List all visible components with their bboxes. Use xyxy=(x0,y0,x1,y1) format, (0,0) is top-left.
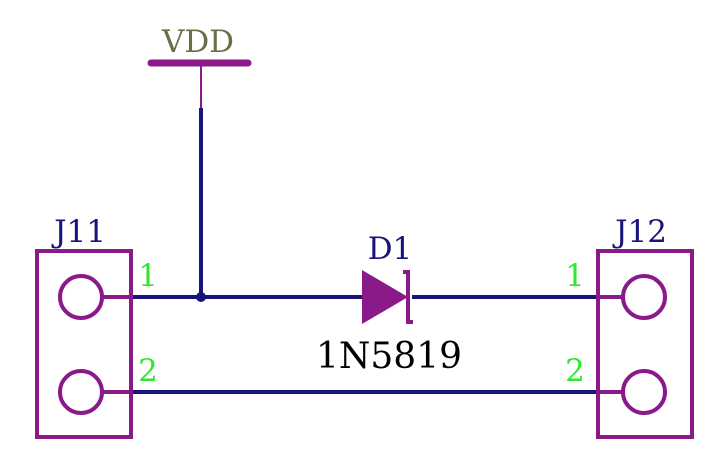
j12-pin1-circle[interactable] xyxy=(621,274,667,320)
connector-j12[interactable]: J12 1 2 xyxy=(565,214,694,439)
j11-pin2-circle[interactable] xyxy=(58,369,104,415)
j11-ref-label: J11 xyxy=(51,214,106,250)
vdd-label: VDD xyxy=(161,24,234,60)
diode-value-label: 1N5819 xyxy=(316,336,462,377)
diode-cathode-bar xyxy=(403,270,413,324)
diode-d1[interactable]: D1 1N5819 xyxy=(316,231,462,377)
j12-pin2-circle[interactable] xyxy=(621,369,667,415)
j11-body xyxy=(35,249,133,439)
j11-pin2-number: 2 xyxy=(138,353,158,389)
vdd-power-symbol[interactable]: VDD xyxy=(147,24,252,108)
wires xyxy=(132,108,598,394)
j11-pin1-circle[interactable] xyxy=(58,274,104,320)
j12-body xyxy=(596,249,694,439)
j12-pin1-number: 1 xyxy=(565,258,585,294)
j12-ref-label: J12 xyxy=(612,214,667,250)
j11-pin1-number: 1 xyxy=(138,258,158,294)
junction-dot xyxy=(196,292,206,302)
connector-j11[interactable]: J11 1 2 xyxy=(35,214,158,439)
diode-anode-triangle xyxy=(362,270,408,324)
diode-ref-label: D1 xyxy=(368,231,413,267)
j12-pin2-number: 2 xyxy=(565,353,585,389)
